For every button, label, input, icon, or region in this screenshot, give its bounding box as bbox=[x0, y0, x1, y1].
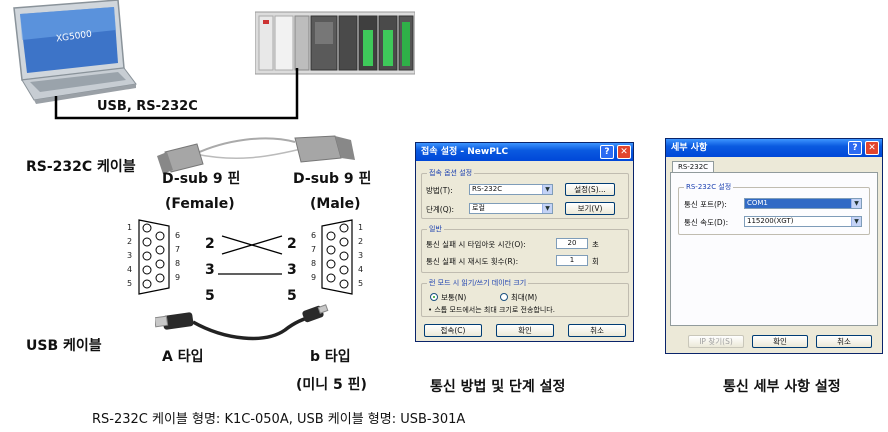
general-group: 일반 bbox=[421, 224, 629, 273]
cancel-button[interactable]: 취소 bbox=[816, 335, 872, 348]
chevron-down-icon: ▼ bbox=[851, 199, 861, 208]
wire-left-pin-2: 2 bbox=[205, 236, 215, 252]
view-button[interactable]: 보기(V) bbox=[565, 202, 615, 215]
ip-search-button[interactable]: IP 찾기(S) bbox=[688, 335, 744, 348]
left-pin-7: 7 bbox=[175, 245, 181, 254]
connect-button[interactable]: 접속(C) bbox=[424, 324, 482, 337]
settings-button[interactable]: 설정(S)... bbox=[565, 183, 615, 196]
connection-line bbox=[54, 68, 299, 120]
left-pin-3: 3 bbox=[127, 251, 133, 260]
rs232c-settings-group: RS-232C 설정 bbox=[678, 182, 870, 235]
radio-max[interactable] bbox=[500, 293, 508, 301]
usb-cable-illustration bbox=[155, 304, 329, 341]
method-label: 방법(T): bbox=[426, 186, 453, 195]
rs232c-cable-illustration bbox=[157, 135, 355, 174]
usb-cable-label: USB 케이블 bbox=[26, 338, 102, 354]
connection-settings-dialog: 접속 설정 - NewPLC ? ✕ 접속 옵션 설정 방법(T): RS-23… bbox=[415, 142, 634, 342]
caption-dialog1: 통신 방법 및 단계 설정 bbox=[430, 379, 566, 395]
left-pin-9: 9 bbox=[175, 273, 181, 282]
left-pin-4: 4 bbox=[127, 265, 133, 274]
dialog2-title: 세부 사항 bbox=[666, 139, 882, 157]
usb-b-type-label: b 타입 bbox=[310, 349, 351, 365]
radio-normal-label: 보통(N) bbox=[441, 293, 467, 302]
connection-label: USB, RS-232C bbox=[97, 99, 198, 114]
dsub-female-title: D-sub 9 핀 bbox=[162, 171, 241, 187]
right-pin-3: 3 bbox=[358, 251, 364, 260]
dsub-male-subtitle: (Male) bbox=[310, 196, 361, 212]
wire-left-pin-5: 5 bbox=[205, 288, 215, 304]
connection-options-group: 접속 옵션 설정 bbox=[421, 168, 629, 219]
left-pin-1: 1 bbox=[127, 223, 133, 232]
dsub-male-connector bbox=[321, 219, 353, 295]
right-pin-4: 4 bbox=[358, 265, 364, 274]
right-pin-9: 9 bbox=[311, 273, 317, 282]
wire-right-pin-3: 3 bbox=[287, 262, 297, 278]
speed-label: 통신 속도(D): bbox=[684, 218, 729, 227]
chevron-down-icon: ▼ bbox=[542, 204, 552, 213]
retry-stepper[interactable]: 1 bbox=[556, 255, 588, 266]
dsub-female-connector bbox=[138, 219, 170, 295]
wire-left-pin-3: 3 bbox=[205, 262, 215, 278]
plc-illustration bbox=[255, 11, 415, 75]
footer-text: RS-232C 케이블 형명: K1C-050A, USB 케이블 형명: US… bbox=[92, 412, 466, 427]
right-pin-7: 7 bbox=[311, 245, 317, 254]
right-pin-2: 2 bbox=[358, 237, 364, 246]
retry-unit: 회 bbox=[592, 257, 599, 266]
right-pin-5: 5 bbox=[358, 279, 364, 288]
caption-dialog2: 통신 세부 사항 설정 bbox=[723, 379, 841, 395]
port-label: 통신 포트(P): bbox=[684, 200, 727, 209]
help-icon[interactable]: ? bbox=[848, 141, 862, 155]
group2-title: 일반 bbox=[427, 224, 444, 234]
wiring-lines bbox=[218, 235, 283, 275]
laptop-illustration bbox=[13, 0, 137, 104]
stage-label: 단계(Q): bbox=[426, 205, 455, 214]
dialog1-title: 접속 설정 - NewPLC bbox=[416, 143, 633, 161]
retry-label: 통신 실패 시 재시도 횟수(R): bbox=[426, 257, 519, 266]
timeout-label: 통신 실패 시 타임아웃 시간(O): bbox=[426, 240, 526, 249]
cancel-button[interactable]: 취소 bbox=[568, 324, 626, 337]
timeout-unit: 초 bbox=[592, 240, 599, 249]
detail-settings-dialog: 세부 사항 ? ✕ RS-232C RS-232C 설정 통신 포트(P): C… bbox=[665, 138, 883, 354]
ok-button[interactable]: 확인 bbox=[496, 324, 554, 337]
right-pin-6: 6 bbox=[311, 231, 317, 240]
group-title: RS-232C 설정 bbox=[684, 182, 734, 192]
ok-button[interactable]: 확인 bbox=[752, 335, 808, 348]
method-select[interactable]: RS-232C▼ bbox=[469, 184, 553, 195]
close-icon[interactable]: ✕ bbox=[865, 141, 879, 155]
close-icon[interactable]: ✕ bbox=[617, 145, 631, 159]
wire-right-pin-2: 2 bbox=[287, 236, 297, 252]
group3-title: 런 모드 시 읽기/쓰기 데이터 크기 bbox=[427, 278, 529, 288]
note-text: • 스톱 모드에서는 최대 크기로 전송합니다. bbox=[428, 306, 555, 314]
run-mode-group: 런 모드 시 읽기/쓰기 데이터 크기 bbox=[421, 278, 629, 317]
dsub-male-title: D-sub 9 핀 bbox=[293, 171, 372, 187]
radio-normal[interactable] bbox=[430, 293, 438, 301]
left-pin-8: 8 bbox=[175, 259, 181, 268]
radio-max-label: 최대(M) bbox=[511, 293, 538, 302]
dsub-female-subtitle: (Female) bbox=[165, 196, 235, 212]
usb-a-type-label: A 타입 bbox=[162, 349, 204, 365]
left-pin-5: 5 bbox=[127, 279, 133, 288]
help-icon[interactable]: ? bbox=[600, 145, 614, 159]
stage-select[interactable]: 로컬▼ bbox=[469, 203, 553, 214]
timeout-stepper[interactable]: 20 bbox=[556, 238, 588, 249]
right-pin-8: 8 bbox=[311, 259, 317, 268]
speed-select[interactable]: 115200(XGT)▼ bbox=[744, 216, 862, 227]
wire-right-pin-5: 5 bbox=[287, 288, 297, 304]
tab-panel bbox=[670, 172, 878, 326]
tab-rs232c[interactable]: RS-232C bbox=[672, 161, 714, 172]
chevron-down-icon: ▼ bbox=[851, 217, 861, 226]
usb-b-type-sublabel: (미니 5 핀) bbox=[296, 377, 367, 393]
group1-title: 접속 옵션 설정 bbox=[427, 168, 475, 178]
left-pin-6: 6 bbox=[175, 231, 181, 240]
left-pin-2: 2 bbox=[127, 237, 133, 246]
port-select[interactable]: COM1▼ bbox=[744, 198, 862, 209]
rs232c-cable-label: RS-232C 케이블 bbox=[26, 159, 136, 175]
chevron-down-icon: ▼ bbox=[542, 185, 552, 194]
right-pin-1: 1 bbox=[358, 223, 364, 232]
